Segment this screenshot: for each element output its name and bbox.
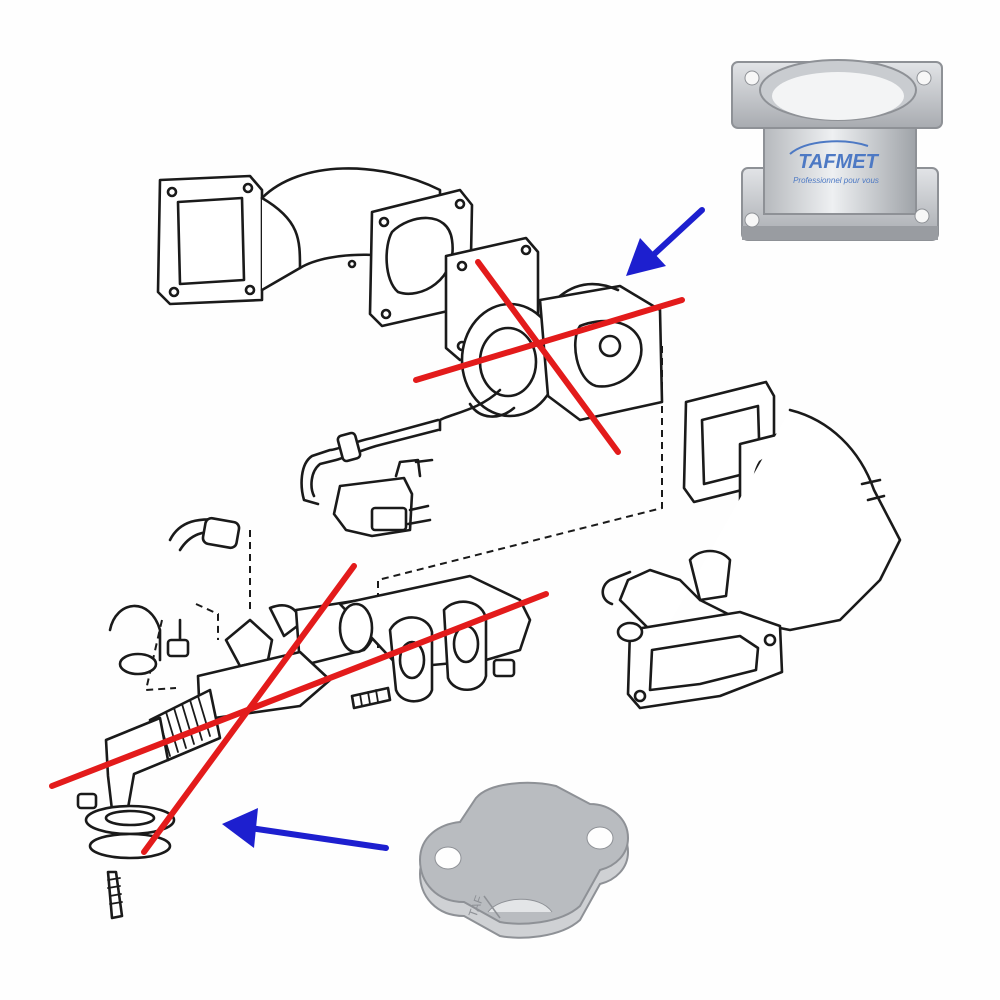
- spacer-brand-text: TAFMET: [798, 151, 879, 173]
- product-photo-blanking-plate: TAF: [418, 781, 630, 939]
- egr-valve: [300, 236, 664, 538]
- assembly-guides: [144, 346, 663, 692]
- intake-elbow: [156, 167, 474, 328]
- spacer-tagline-text: Professionnel pour vous: [793, 176, 879, 185]
- exhaust-manifold: [601, 380, 902, 710]
- blue-arrow-to-pipe: [222, 808, 389, 851]
- egr-valve-cross: [413, 259, 685, 455]
- blue-arrow-to-valve: [626, 207, 705, 276]
- egr-pipe-cross: [49, 563, 549, 855]
- product-photo-spacer: TAFMET Professionnel pour vous: [731, 59, 943, 241]
